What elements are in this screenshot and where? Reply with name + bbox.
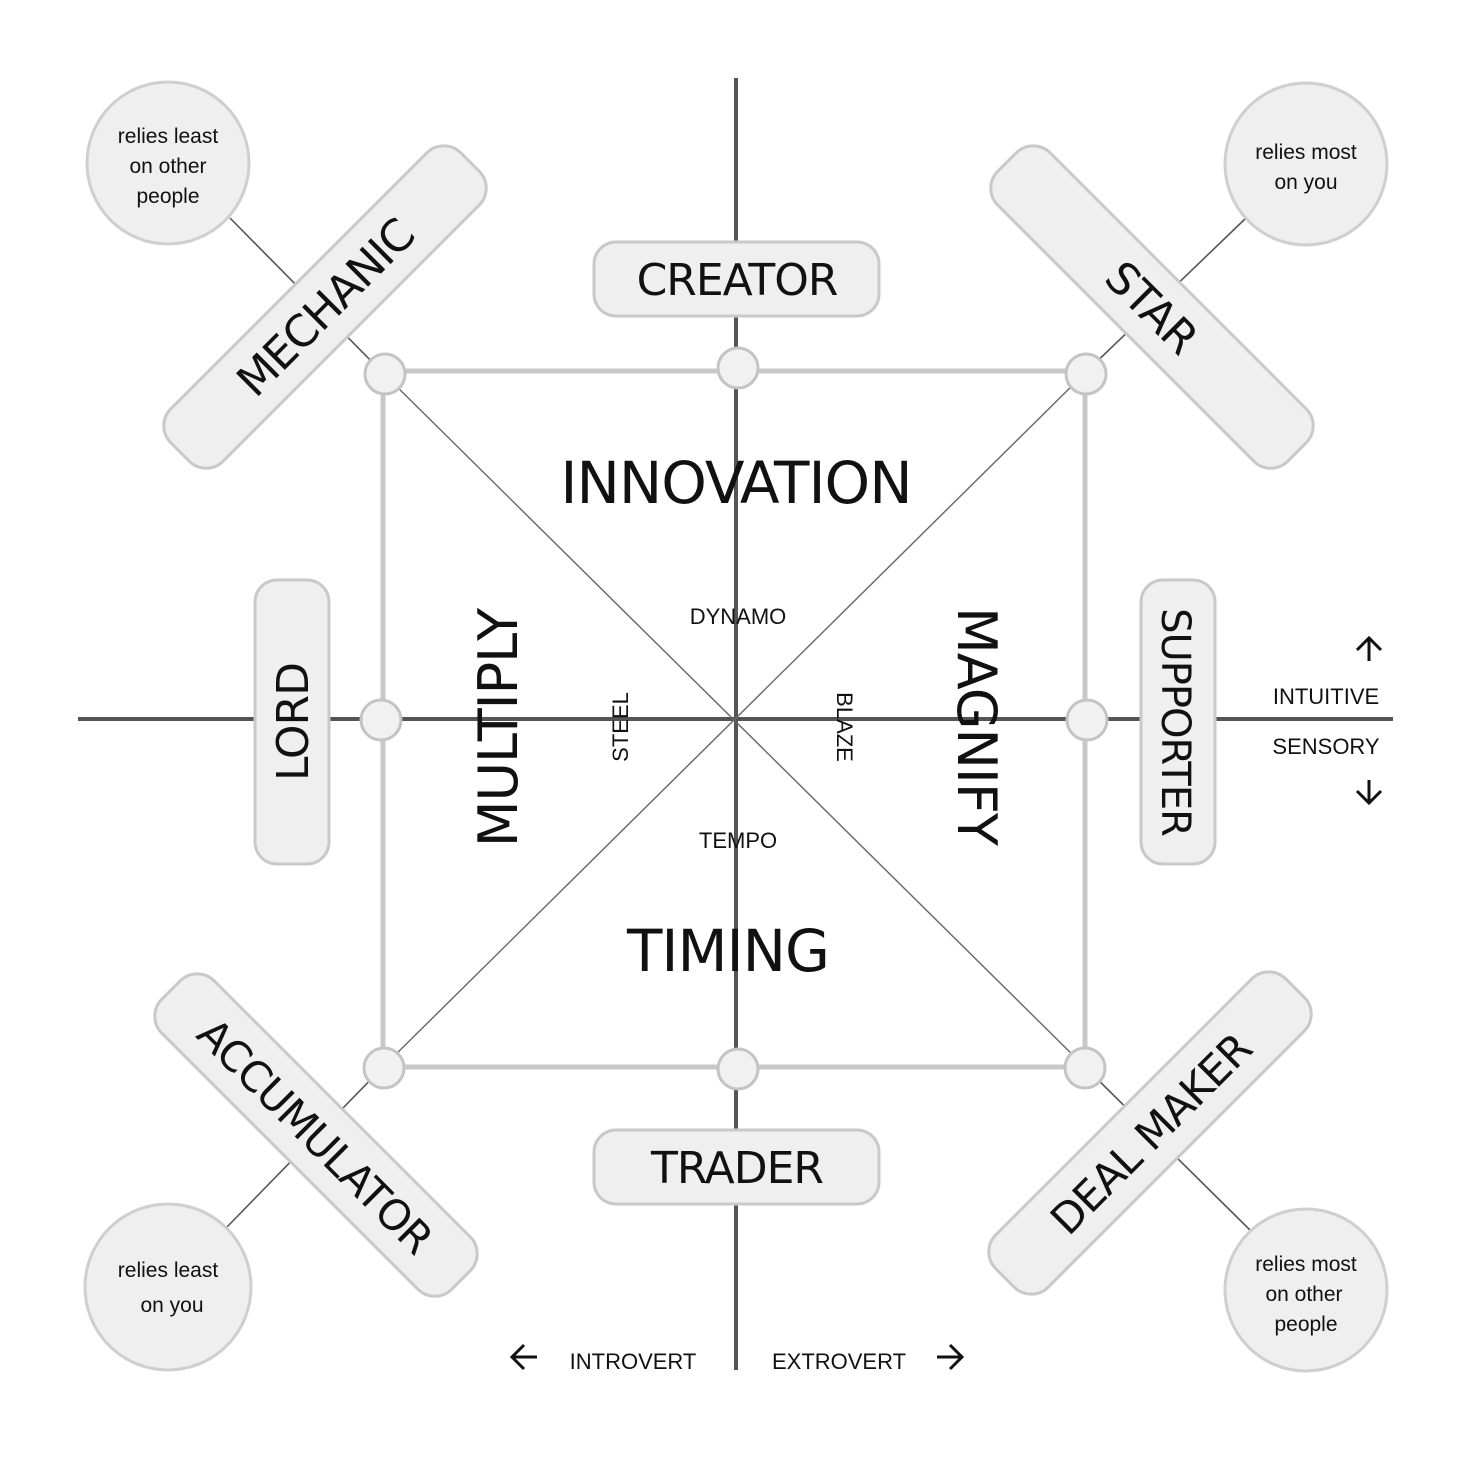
profile-creator: CREATOR bbox=[592, 240, 881, 318]
bubble-bottom-left: relies least on you bbox=[83, 1202, 253, 1372]
bubble-top-right: relies most on you bbox=[1223, 81, 1389, 247]
svg-text:EXTROVERT: EXTROVERT bbox=[772, 1349, 906, 1374]
node-bottom bbox=[716, 1047, 760, 1091]
svg-text:on you: on you bbox=[140, 1294, 203, 1317]
svg-text:INTUITIVE: INTUITIVE bbox=[1273, 684, 1379, 709]
diagonals bbox=[382, 372, 1086, 1068]
svg-text:SUPPORTER: SUPPORTER bbox=[1152, 608, 1198, 836]
axis-sensory: SENSORY bbox=[1272, 734, 1383, 806]
node-bottom-left bbox=[362, 1046, 406, 1090]
svg-text:SENSORY: SENSORY bbox=[1272, 734, 1380, 759]
arrow-left-icon bbox=[509, 1343, 537, 1371]
svg-text:relies least: relies least bbox=[118, 125, 219, 148]
node-top bbox=[716, 346, 760, 390]
label-timing: TIMING bbox=[626, 917, 829, 985]
node-left bbox=[359, 698, 403, 742]
arrow-right-icon bbox=[937, 1343, 965, 1371]
label-steel: STEEL bbox=[608, 692, 633, 762]
nodes bbox=[359, 346, 1109, 1091]
label-multiply: MULTIPLY bbox=[467, 607, 530, 847]
bubble-bottom-right: relies most on other people bbox=[1223, 1207, 1389, 1373]
profile-trader: TRADER bbox=[592, 1128, 881, 1206]
svg-text:relies most: relies most bbox=[1255, 1253, 1357, 1276]
node-top-left bbox=[363, 352, 407, 396]
svg-text:on other: on other bbox=[1265, 1283, 1342, 1306]
label-tempo: TEMPO bbox=[699, 828, 777, 853]
svg-text:on you: on you bbox=[1274, 171, 1337, 194]
profile-lord: LORD bbox=[253, 578, 331, 866]
label-dynamo: DYNAMO bbox=[690, 604, 787, 629]
label-magnify: MAGNIFY bbox=[945, 607, 1008, 847]
profile-supporter: SUPPORTER bbox=[1139, 578, 1217, 866]
svg-text:on other: on other bbox=[129, 155, 206, 178]
svg-text:relies least: relies least bbox=[118, 1259, 219, 1282]
node-right bbox=[1065, 698, 1109, 742]
svg-text:people: people bbox=[1274, 1313, 1337, 1336]
label-blaze: BLAZE bbox=[832, 692, 857, 762]
svg-text:INTROVERT: INTROVERT bbox=[570, 1349, 697, 1374]
label-innovation: INNOVATION bbox=[560, 449, 911, 517]
svg-text:CREATOR: CREATOR bbox=[637, 255, 838, 306]
bubble-top-left: relies least on other people bbox=[85, 80, 251, 246]
arrow-down-icon bbox=[1355, 780, 1383, 806]
axis-introvert: INTROVERT bbox=[509, 1343, 697, 1374]
axis-extrovert: EXTROVERT bbox=[772, 1343, 965, 1374]
axis-intuitive: INTUITIVE bbox=[1273, 635, 1383, 709]
node-bottom-right bbox=[1063, 1046, 1107, 1090]
svg-text:TRADER: TRADER bbox=[650, 1143, 823, 1194]
svg-text:LORD: LORD bbox=[268, 663, 319, 781]
svg-text:relies most: relies most bbox=[1255, 141, 1357, 164]
arrow-up-icon bbox=[1355, 635, 1383, 661]
node-top-right bbox=[1064, 352, 1108, 396]
svg-text:people: people bbox=[136, 185, 199, 208]
